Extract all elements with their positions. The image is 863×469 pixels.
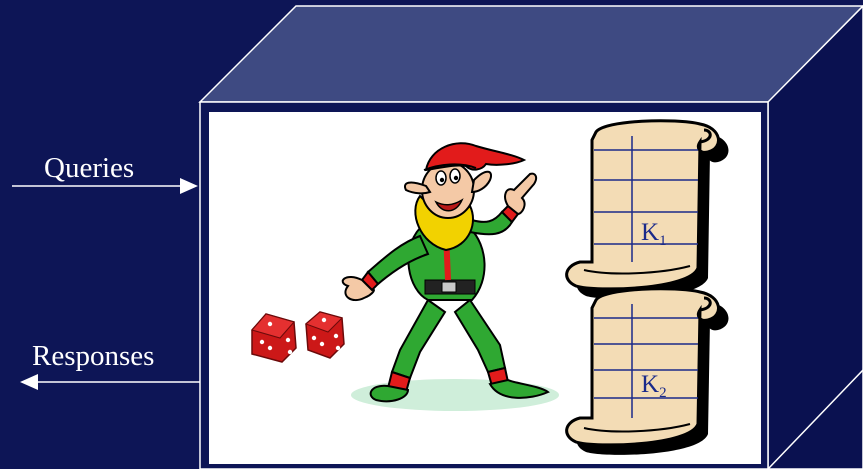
responses-label: Responses: [32, 342, 154, 371]
key-2-letter: K: [641, 371, 659, 398]
key-2-index: 2: [659, 385, 667, 401]
key-1-letter: K: [641, 219, 659, 246]
responses-arrow: [20, 374, 200, 390]
queries-label: Queries: [44, 154, 134, 183]
key-1-index: 1: [659, 233, 667, 249]
key-2-label: K2: [641, 372, 667, 401]
scroll-icon-1: [567, 121, 729, 299]
key-1-label: K1: [641, 220, 667, 249]
box-top-face: [200, 6, 863, 102]
